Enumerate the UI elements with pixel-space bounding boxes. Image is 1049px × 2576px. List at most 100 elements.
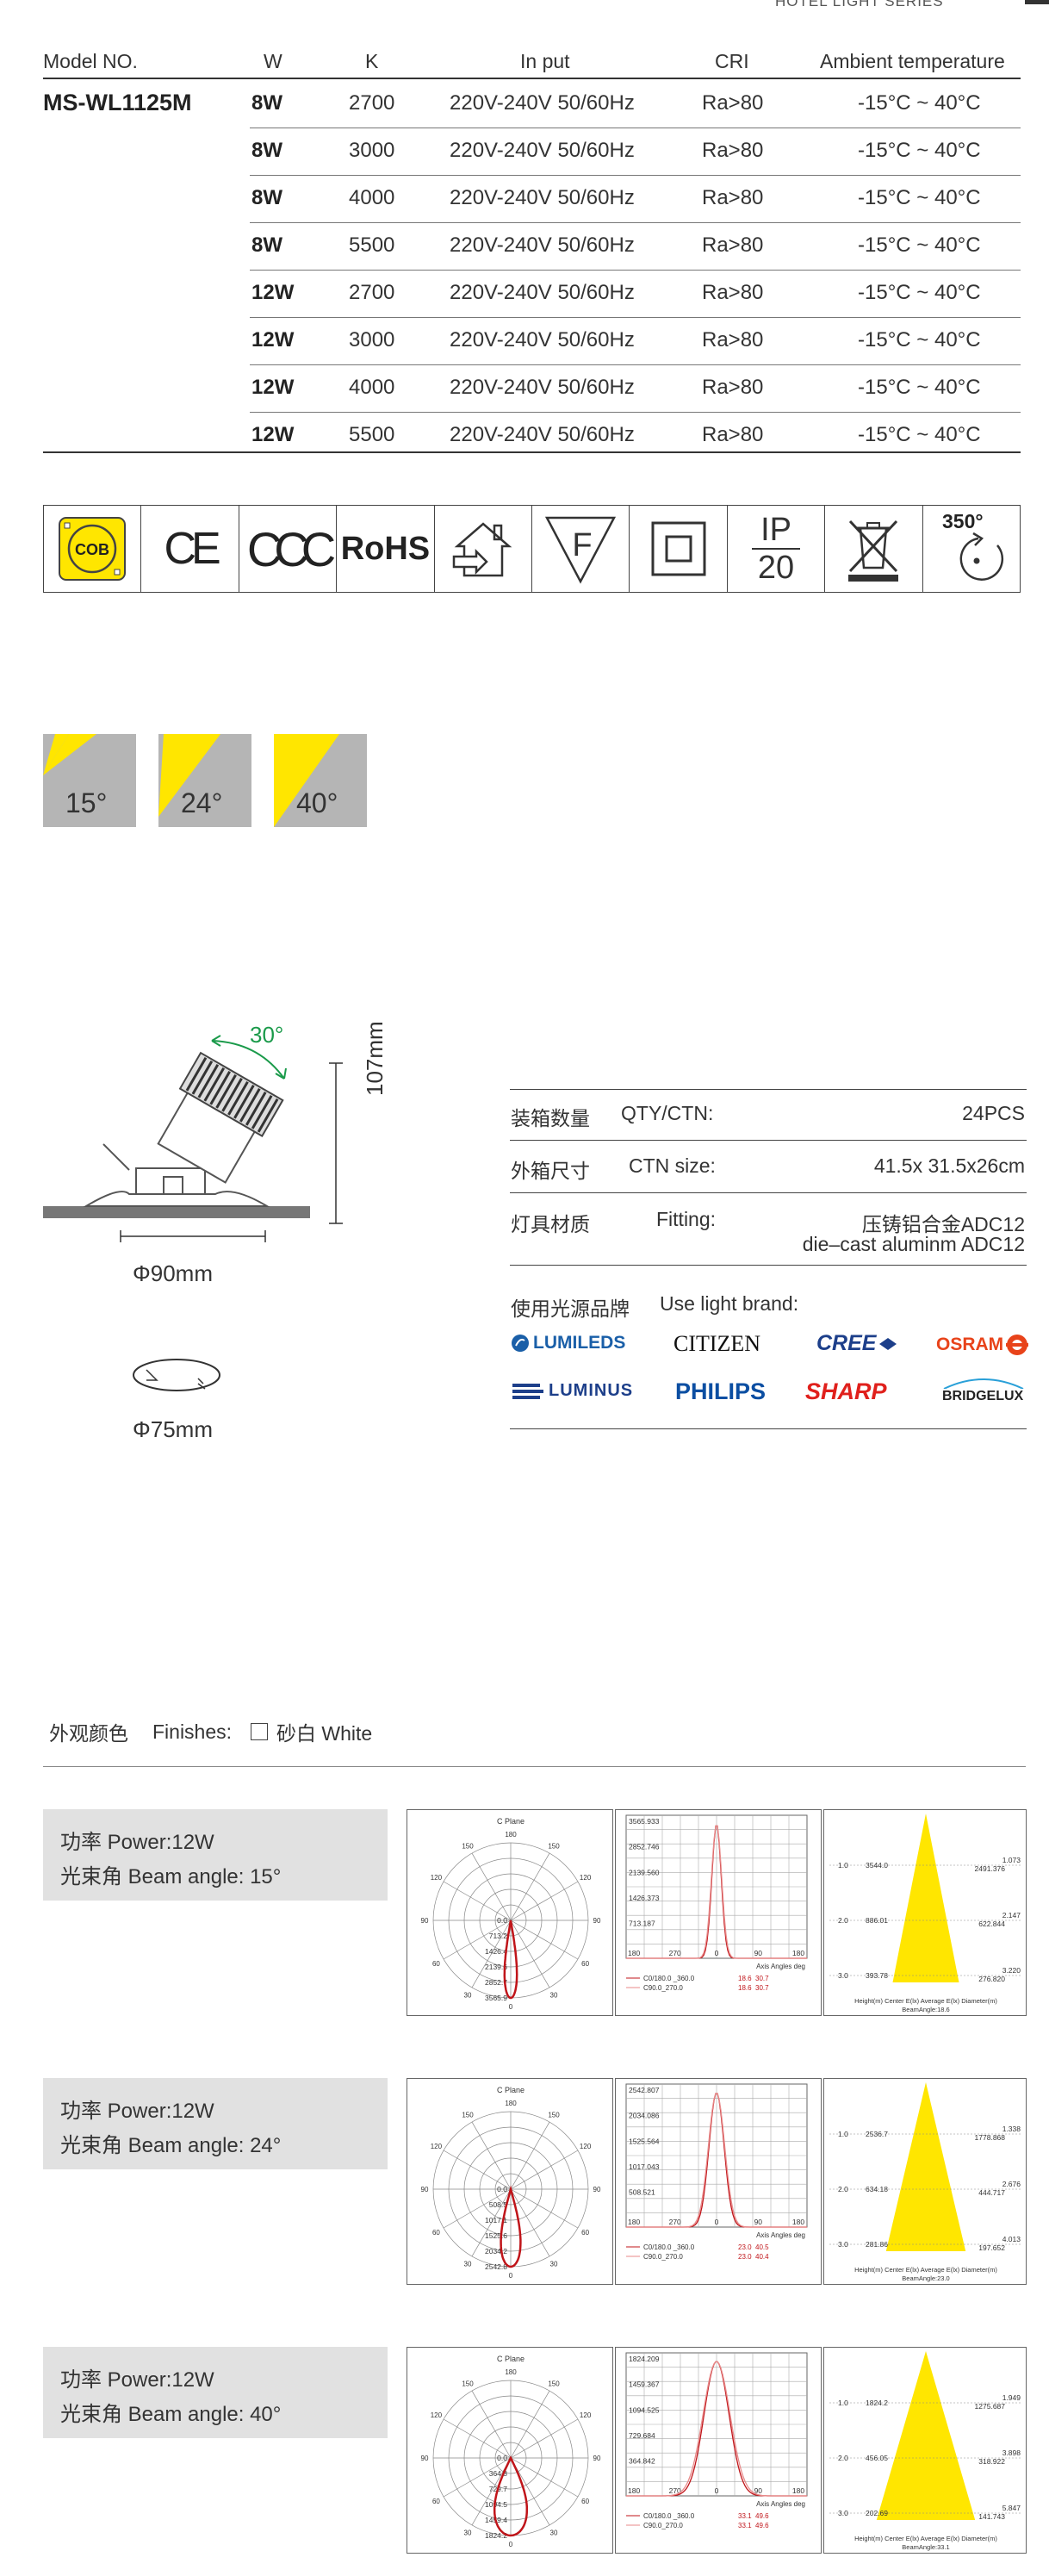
spec-cell-input: 220V-240V 50/60Hz <box>450 423 635 446</box>
polar-angle-label: 150 <box>548 2111 560 2119</box>
spec-cell-w: 12W <box>251 328 295 352</box>
cone-diameter: 1.949 <box>1002 2393 1021 2402</box>
cutout-diameter: Φ75mm <box>133 1416 213 1442</box>
cone-diameter: 3.898 <box>1002 2448 1021 2457</box>
linear-xtick: 180 <box>792 1949 804 1957</box>
qty-label-cn: 装箱数量 <box>511 1107 590 1129</box>
polar-angle-label: 30 <box>550 2529 558 2537</box>
polar-ring-label: 0.0 <box>497 2185 507 2193</box>
spec-cell-k: 5500 <box>349 423 395 446</box>
linear-ytick: 1094.525 <box>629 2405 660 2414</box>
cone-beam-label: BeamAngle:18.6 <box>902 2006 949 2013</box>
linear-xtick: 270 <box>669 2218 681 2226</box>
polar-angle-label: 60 <box>432 2229 440 2237</box>
spec-cell-w: 8W <box>251 91 282 115</box>
tilt-angle: 30° <box>250 1022 284 1048</box>
linear-ytick: 364.842 <box>629 2457 655 2466</box>
polar-angle-label: 120 <box>580 2143 592 2150</box>
bridgelux-arc-icon <box>943 1378 1024 1389</box>
power-label: 功率 Power:12W <box>60 1831 214 1854</box>
linear-xtick: 90 <box>754 2218 763 2226</box>
cone-average-e: 622.844 <box>978 1920 1005 1928</box>
spec-cell-cri: Ra>80 <box>702 233 764 257</box>
lumileds-logo-icon <box>512 1335 529 1352</box>
polar-angle-label: 150 <box>548 1842 560 1850</box>
beam-tile-24: 24° <box>158 734 251 827</box>
cone-center-e: 886.01 <box>866 1916 888 1925</box>
linear-legend-value: 30.7 <box>755 1975 769 1982</box>
ip-rating-text: 20 <box>757 550 795 586</box>
cone-height: 1.0 <box>838 2399 848 2407</box>
ce-text: CE <box>164 524 220 574</box>
polar-ring-label: 713.2 <box>489 1932 508 1940</box>
linear-legend-value: 33.1 <box>738 2512 752 2520</box>
linear-legend-value: 30.7 <box>755 1984 769 1992</box>
linear-legend-name: C90.0_270.0 <box>643 1984 683 1992</box>
polar-ring-label: 2542.8 <box>485 2262 507 2271</box>
spec-cell-cri: Ra>80 <box>702 281 764 304</box>
cone-center-e: 202.69 <box>866 2509 888 2517</box>
polar-angle-label: 30 <box>550 2261 558 2268</box>
linear-legend-name: C90.0_270.0 <box>643 2253 683 2261</box>
beam-angle-label: 光束角 Beam angle: 15° <box>60 1865 282 1888</box>
linear-xtick: 0 <box>715 1949 719 1957</box>
linear-ytick: 713.187 <box>629 1920 655 1928</box>
finish-white-checkbox[interactable] <box>251 1723 269 1740</box>
beam-label-15: 15° <box>65 787 108 818</box>
spec-cell-k: 3000 <box>349 328 395 352</box>
col-watt: W <box>264 50 282 72</box>
rotation-350-icon: 350° <box>923 506 1020 592</box>
cone-footer: Height(m) Center E(lx) Average E(lx) Dia… <box>854 2266 997 2274</box>
spec-cell-k: 4000 <box>349 376 395 399</box>
cone-diameter: 5.847 <box>1002 2504 1021 2512</box>
linear-ytick: 2034.086 <box>629 2112 660 2120</box>
polar-angle-label: 150 <box>462 2380 474 2387</box>
linear-legend-name: C90.0_270.0 <box>643 2522 683 2529</box>
linear-legend-value: 23.0 <box>738 2243 752 2251</box>
spec-cell-w: 12W <box>251 281 295 304</box>
linear-xtick: 180 <box>792 2218 804 2226</box>
cone-beam-label: BeamAngle:23.0 <box>902 2274 949 2282</box>
col-kelvin: K <box>365 50 379 72</box>
brand-luminus: LUMINUS <box>511 1381 633 1401</box>
polar-ring-label: 1017.1 <box>485 2216 507 2224</box>
cone-diameter: 2.147 <box>1002 1911 1021 1920</box>
polar-ring-label: 508.5 <box>489 2200 508 2209</box>
linear-xtick: 180 <box>792 2486 804 2495</box>
cone-center-e: 281.86 <box>866 2240 888 2249</box>
ctn-value: 41.5x 31.5x26cm <box>873 1154 1025 1177</box>
spec-cell-k: 4000 <box>349 186 395 209</box>
ctn-label-en: CTN size: <box>629 1154 716 1177</box>
polar-angle-label: 120 <box>431 1874 443 1882</box>
cone-center-e: 3544.0 <box>866 1861 888 1870</box>
spec-cell-cri: Ra>80 <box>702 423 764 446</box>
polar-angle-label: 30 <box>464 1992 472 2000</box>
spec-cell-ambient: -15°C ~ 40°C <box>858 281 981 304</box>
brand-lumileds: LUMILEDS <box>511 1333 625 1353</box>
cone-beam-label: BeamAngle:33.1 <box>902 2543 949 2551</box>
rohs-text: RoHS <box>340 530 431 567</box>
cone-average-e: 276.820 <box>978 1975 1005 1983</box>
polar-lobe <box>493 2455 529 2537</box>
linear-curve <box>626 2093 807 2228</box>
brand-luminus-text: LUMINUS <box>549 1381 634 1400</box>
fitting-value-en: die–cast aluminm ADC12 <box>802 1233 1025 1255</box>
row-rule <box>250 222 1021 223</box>
spec-cell-cri: Ra>80 <box>702 376 764 399</box>
col-input: In put <box>520 50 570 72</box>
finish-white-label: 砂白 White <box>276 1722 373 1745</box>
linear-xtick: 270 <box>669 1949 681 1957</box>
spec-cell-input: 220V-240V 50/60Hz <box>450 328 635 352</box>
beam-label-40: 40° <box>296 787 338 818</box>
info-rule <box>510 1089 1027 1090</box>
weee-bin-icon <box>825 506 923 592</box>
info-rule <box>510 1428 1027 1429</box>
linear-legend-value: 40.4 <box>755 2253 769 2261</box>
polar-angle-label: 30 <box>464 2261 472 2268</box>
spec-cell-ambient: -15°C ~ 40°C <box>858 186 981 209</box>
ip-text: IP <box>760 512 791 548</box>
